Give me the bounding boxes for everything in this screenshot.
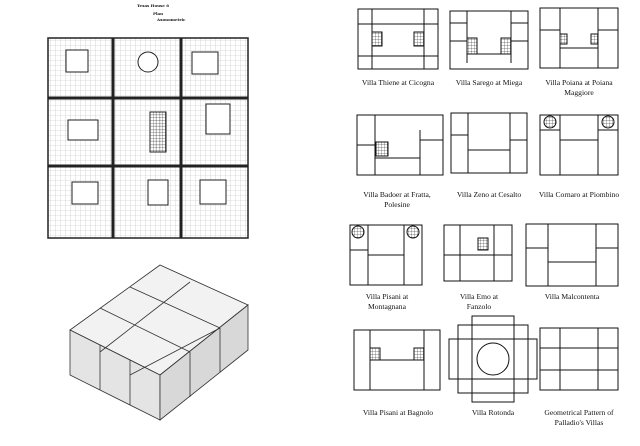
villa-label: Villa Thiene at Cicogna <box>361 78 435 87</box>
villa-label: Villa Emo at Fanzolo <box>459 292 499 311</box>
villa-pisani-montagnana-plan <box>349 224 423 286</box>
villa-label: Villa Sarego at Miega <box>455 78 523 87</box>
villa-emo-plan <box>443 224 513 282</box>
plan-label: Plan <box>153 11 164 16</box>
villa-sarego-plan <box>449 10 529 70</box>
texas-house-plan <box>47 37 249 239</box>
villa-label: Villa Pisani at Montagnana <box>365 292 409 311</box>
villa-label: Villa Malcontenta <box>544 292 600 301</box>
villa-rotonda-plan <box>448 315 538 403</box>
villa-thiene-plan <box>357 8 439 70</box>
villa-label: Villa Poiana at Poiana Maggiore <box>545 78 613 97</box>
villa-plans <box>349 7 619 403</box>
villa-pisani-bagnolo-plan <box>353 329 441 391</box>
geometrical-pattern-plan <box>539 327 619 391</box>
axonometric-label: Axonometric <box>157 17 186 22</box>
villa-poiana-plan <box>539 7 619 69</box>
villa-badoer-plan <box>356 114 444 176</box>
villa-cornaro-plan <box>539 114 619 176</box>
villa-label: Villa Pisani at Bagnolo <box>362 408 434 417</box>
villa-label: Villa Badoer at Fratta, Polesine <box>363 190 431 209</box>
villa-label: Villa Zeno at Cesalto <box>456 190 522 199</box>
villa-label: Geometrical Pattern of Palladio's Villas <box>544 408 614 427</box>
texas-house-axonometric <box>69 264 249 421</box>
villa-malcontenta-plan <box>525 223 619 287</box>
villa-label: Villa Rotonda <box>471 408 515 417</box>
villa-zeno-plan <box>450 112 528 174</box>
house-title: Texas House 6 <box>137 3 170 8</box>
villa-label: Villa Cornaro at Piombino <box>538 190 620 199</box>
